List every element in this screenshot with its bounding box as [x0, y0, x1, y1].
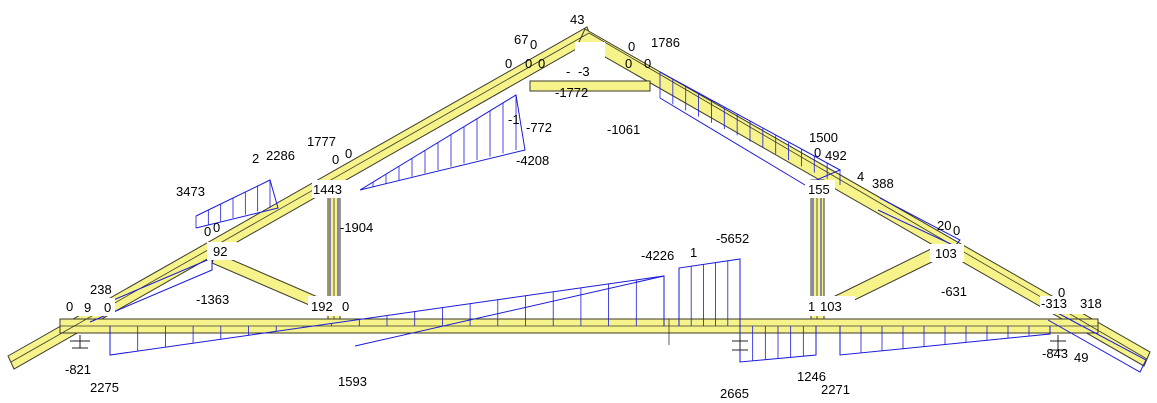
label-tie-left-b: -772	[526, 120, 552, 135]
label-tie-top: -1772	[555, 85, 588, 100]
label-lchord-top-a: 1777	[307, 134, 336, 149]
label-lchord-top-c: 0	[345, 146, 352, 161]
label-lchord-upper-moment: 3473	[176, 184, 205, 199]
right-heel-node	[1040, 296, 1110, 314]
label-center-a: -4226	[641, 248, 674, 263]
label-ljoint-upper: 1443	[313, 182, 342, 197]
label-apex-right-node-a: 0	[625, 56, 632, 71]
label-rchord-c: 492	[825, 148, 847, 163]
label-lnode-left-a: 0	[204, 224, 211, 239]
label-rchord-d: 4	[857, 169, 864, 184]
label-rjoint-upper: 155	[808, 182, 830, 197]
label-rchord-a: 1500	[809, 130, 838, 145]
joint-nodes	[55, 42, 1110, 316]
label-lnode-left-b: 0	[213, 220, 220, 235]
label-bottom-r2: 1246	[797, 369, 826, 384]
label-apex-left-a: 67	[514, 32, 528, 47]
label-apex-right-b: 1786	[651, 35, 680, 50]
label-lheel-b: 0	[66, 299, 73, 314]
label-rnode-b: 0	[953, 223, 960, 238]
label-support-left-b: 2275	[90, 380, 119, 395]
label-support-right-b: 49	[1074, 350, 1088, 365]
label-apex-mid-a: -	[566, 64, 570, 79]
label-tie-right: -1061	[607, 122, 640, 137]
label-lchord-top-b: 0	[332, 152, 339, 167]
label-tie-left-a: -1	[508, 112, 520, 127]
left-support	[70, 335, 90, 349]
label-bottom-r1: 2665	[720, 386, 749, 401]
apex-node	[575, 42, 605, 62]
right-bottom-node	[805, 296, 855, 316]
right-upper-node	[805, 180, 835, 198]
label-apex-left-node-b: 0	[525, 56, 532, 71]
label-apex-right-node-b: 0	[644, 56, 651, 71]
label-rnode-a: 20	[937, 218, 951, 233]
label-lchord-left-a: 2	[252, 151, 259, 166]
label-center-c: -5652	[716, 231, 749, 246]
label-rheel-b: -313	[1041, 296, 1067, 311]
label-center-b: 1	[690, 245, 697, 260]
label-center-top: -4208	[516, 153, 549, 168]
label-lheel-d: 0	[104, 300, 111, 315]
label-apex-left-b: 0	[530, 37, 537, 52]
label-apex-left-node-a: 0	[505, 56, 512, 71]
label-rheel-a: 0	[1058, 285, 1065, 300]
label-rchord-e: 388	[872, 176, 894, 191]
labels: 43 67 0 0 0 0 - -3 0 0 0 1786 -1772 -1 -…	[65, 12, 1102, 401]
label-lheel-c: 9	[84, 300, 91, 315]
label-rweb-diag: -631	[941, 284, 967, 299]
label-apex-top: 43	[570, 12, 584, 27]
label-support-right-a: -843	[1042, 346, 1068, 361]
left-top-chord	[7, 26, 593, 370]
right-lower-node	[930, 244, 964, 262]
left-upper-node	[312, 180, 352, 198]
label-apex-left-node-c: 0	[538, 56, 545, 71]
label-support-left: -821	[65, 362, 91, 377]
label-rbottom-joint-b: 103	[820, 299, 842, 314]
label-apex-right-a: 0	[628, 39, 635, 54]
label-lweb-vertical: -1904	[340, 220, 373, 235]
label-ljoint-lower: 92	[213, 244, 227, 259]
label-rbottom-joint-a: 1	[808, 299, 815, 314]
label-rjoint-lower: 103	[935, 246, 957, 261]
label-bottom-r3: 2271	[821, 382, 850, 397]
left-bottom-node	[308, 296, 356, 316]
label-rheel-c: 318	[1080, 296, 1102, 311]
left-lower-node	[207, 242, 237, 260]
label-apex-mid-b: -3	[578, 64, 590, 79]
label-lbottom-joint-b: 0	[342, 299, 349, 314]
label-lchord-left-b: 2286	[266, 148, 295, 163]
label-lheel-a: 238	[90, 282, 112, 297]
right-support	[1050, 335, 1066, 351]
label-lbottom-joint: 192	[311, 299, 333, 314]
supports	[70, 335, 1066, 351]
middle-support	[732, 335, 748, 351]
label-rchord-b: 0	[814, 145, 821, 160]
left-heel-node	[55, 298, 115, 316]
label-bottom-mid: 1593	[338, 374, 367, 389]
right-top-chord	[578, 28, 1151, 367]
apex-tie	[529, 80, 651, 92]
label-lweb-diag: -1363	[196, 292, 229, 307]
